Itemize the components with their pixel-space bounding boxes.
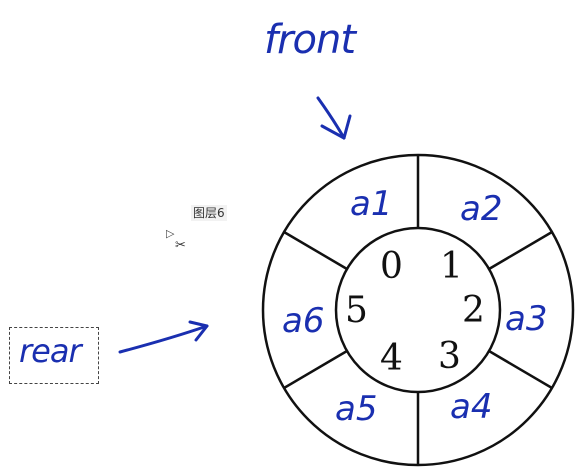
slot-value-a4: a4 [450,387,492,427]
scissors-icon: ✂ [175,238,186,253]
slot-index-2: 2 [462,290,485,331]
slot-divider [488,349,553,390]
slot-index-1: 1 [440,246,463,287]
rear-selection-box[interactable] [9,327,99,384]
front-arrowhead [320,114,352,140]
layer-tag: 图层6 [191,205,227,221]
slot-value-a3: a3 [505,299,547,339]
slot-divider [283,230,348,271]
front-pointer-label: front [264,17,356,63]
rear-arrowhead [188,320,209,342]
slot-value-a2: a2 [460,189,502,229]
slot-index-4: 4 [380,338,403,379]
slot-divider [283,349,348,390]
cursor-arrow-icon: ▷ [166,227,175,240]
slot-index-5: 5 [345,290,368,331]
front-arrow [316,96,346,140]
slot-index-0: 0 [380,246,403,287]
rear-arrow [118,324,209,354]
slot-value-a5: a5 [335,389,377,429]
slot-divider [488,230,553,271]
slot-value-a6: a6 [282,301,324,341]
slot-index-3: 3 [438,336,461,377]
rear-pointer-label: rear [19,332,82,370]
slot-value-a1: a1 [350,184,392,224]
